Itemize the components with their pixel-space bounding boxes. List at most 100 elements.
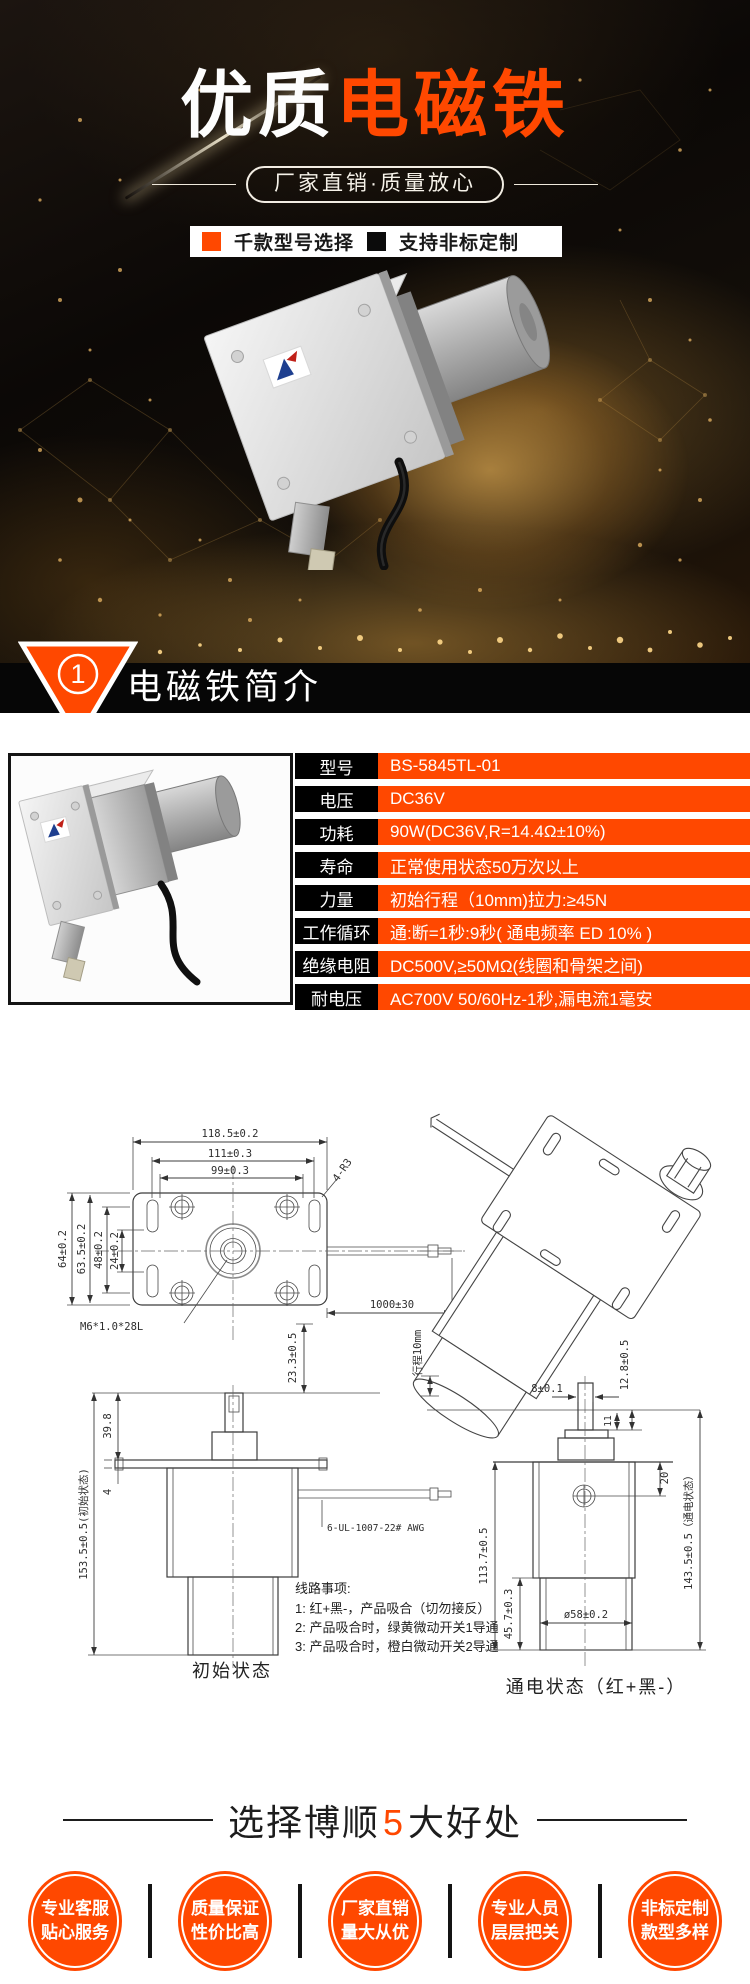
spec-label: 型号 <box>295 753 378 779</box>
technical-drawings: 118.5±0.2 111±0.3 99±0.3 4-R3 64±0.2 63.… <box>0 1040 750 1720</box>
benefit-badges-row: 专业客服 贴心服务 质量保证 性价比高 厂家直销 量大从优 <box>0 1868 750 1974</box>
initial-state-drawing: 39.8 4 153.5±0.5(初始状态) 6-UL-1007-22# AWG… <box>77 1385 499 1681</box>
wiring-note: 3: 产品吸合时，橙白微动开关2导通 <box>295 1639 499 1654</box>
dimension-label: 20 <box>659 1472 671 1485</box>
hero-subtitle-row: 厂家直销·质量放心 <box>0 166 750 203</box>
dimension-label: 153.5±0.5(初始状态) <box>77 1468 90 1580</box>
drawing-caption: 通电状态（红+黑-） <box>506 1677 687 1697</box>
plan-view-drawing: 118.5±0.2 111±0.3 99±0.3 4-R3 64±0.2 63.… <box>57 1128 465 1393</box>
feature-bar: 千款型号选择 支持非标定制 <box>190 226 562 257</box>
table-row: 型号 BS-5845TL-01 <box>295 753 750 779</box>
heading-line-right <box>537 1819 688 1821</box>
wiring-note: 1: 红+黑-，产品吸合（切勿接反） <box>295 1601 490 1616</box>
feature-left-label: 千款型号选择 <box>234 233 355 254</box>
badge-line2: 性价比高 <box>191 1923 259 1942</box>
section-number-badge: 1 <box>18 641 138 743</box>
benefit-badge: 专业人员 层层把关 <box>478 1871 572 1971</box>
subtitle-line-right <box>514 184 598 185</box>
section-header-bar <box>0 663 750 713</box>
table-row: 耐电压 AC700V 50/60Hz-1秒,漏电流1毫安 <box>295 984 750 1010</box>
badge-line1: 质量保证 <box>191 1899 259 1919</box>
spec-label: 力量 <box>295 885 378 911</box>
badge-line2: 层层把关 <box>491 1923 559 1942</box>
product-thumbnail <box>18 769 241 986</box>
benefits-section: 选择博顺5大好处 专业客服 贴心服务 质量保证 性价比高 厂家直销 <box>0 1720 750 1984</box>
dimension-label: 4-R3 <box>330 1156 354 1184</box>
technical-drawing-svg: 118.5±0.2 111±0.3 99±0.3 4-R3 64±0.2 63.… <box>57 1113 712 1697</box>
badge-wrap: 厂家直销 量大从优 <box>302 1871 448 1971</box>
product-photo <box>204 270 550 570</box>
table-row: 寿命 正常使用状态50万次以上 <box>295 852 750 878</box>
spec-label: 耐电压 <box>295 984 378 1010</box>
dimension-label: 1000±30 <box>370 1299 414 1311</box>
dimension-label: 143.5±0.5（通电状态） <box>682 1470 695 1590</box>
section-number: 1 <box>70 659 85 689</box>
benefit-badge: 专业客服 贴心服务 <box>28 1871 122 1971</box>
benefits-title-pre: 选择博顺 <box>227 1802 380 1843</box>
spec-value: 正常使用状态50万次以上 <box>378 852 750 878</box>
page-title: 优质电磁铁 <box>0 65 750 146</box>
orange-square-icon <box>202 232 221 251</box>
badge-line2: 贴心服务 <box>41 1923 109 1942</box>
dimension-label: 行程10mm <box>411 1330 424 1376</box>
badge-wrap: 非标定制 款型多样 <box>602 1871 748 1971</box>
dimension-label: 12.8±0.5 <box>619 1340 631 1391</box>
dimension-label: 8±0.1 <box>531 1383 563 1395</box>
badge-wrap: 质量保证 性价比高 <box>152 1871 298 1971</box>
benefit-badge: 质量保证 性价比高 <box>178 1871 272 1971</box>
heading-line-left <box>62 1819 213 1821</box>
dimension-label: 4 <box>102 1489 114 1495</box>
isometric-view-drawing <box>412 1113 712 1439</box>
dimension-label: 111±0.3 <box>208 1148 252 1160</box>
spec-label: 功耗 <box>295 819 378 845</box>
badge-line1: 专业人员 <box>491 1899 559 1919</box>
benefits-title: 选择博顺5大好处 <box>228 1794 522 1846</box>
drawing-caption: 初始状态 <box>192 1661 272 1681</box>
title-prefix: 优质 <box>180 65 336 146</box>
benefits-title-post: 大好处 <box>408 1802 523 1843</box>
badge-divider <box>148 1884 152 1958</box>
dimension-label: 118.5±0.2 <box>202 1128 259 1140</box>
table-row: 功耗 90W(DC36V,R=14.4Ω±10%) <box>295 819 750 845</box>
benefits-heading: 选择博顺5大好处 <box>0 1795 750 1845</box>
spec-value: 通:断=1秒:9秒( 通电频率 ED 10% ) <box>378 918 750 944</box>
table-row: 电压 DC36V <box>295 786 750 812</box>
table-row: 工作循环 通:断=1秒:9秒( 通电频率 ED 10% ) <box>295 918 750 944</box>
spec-table: 型号 BS-5845TL-01 电压 DC36V 功耗 90W(DC36V,R=… <box>295 753 750 1017</box>
feature-right-label: 支持非标定制 <box>399 233 520 254</box>
dimension-label: 64±0.2 <box>57 1230 69 1268</box>
section-title: 电磁铁简介 <box>127 668 323 707</box>
dimension-label: M6*1.0*28L <box>80 1321 143 1333</box>
dimension-label: 48±0.2 <box>93 1231 105 1269</box>
spec-label: 寿命 <box>295 852 378 878</box>
hero-banner: 优质电磁铁 厂家直销·质量放心 千款型号选择 支持非标定制 <box>0 0 750 663</box>
dimension-label: 24±0.2 <box>109 1232 121 1270</box>
title-accent: 电磁铁 <box>336 65 570 146</box>
badge-line2: 款型多样 <box>641 1923 709 1942</box>
dimension-label: 23.3±0.5 <box>287 1333 299 1384</box>
badge-line1: 厂家直销 <box>341 1899 409 1919</box>
dimension-label: 99±0.3 <box>211 1165 249 1177</box>
dimension-label: ø58±0.2 <box>564 1609 608 1621</box>
product-thumbnail-box <box>8 753 293 1005</box>
wiring-note: 2: 产品吸合时，绿黄微动开关1导通 <box>295 1620 499 1635</box>
badge-divider <box>448 1884 452 1958</box>
table-row: 力量 初始行程（10mm)拉力:≥45N <box>295 885 750 911</box>
hero-subtitle: 厂家直销·质量放心 <box>246 166 504 203</box>
badge-line2: 量大从优 <box>341 1923 409 1942</box>
subtitle-line-left <box>152 184 236 185</box>
dimension-label: 113.7±0.5 <box>478 1528 490 1585</box>
badge-divider <box>598 1884 602 1958</box>
spec-value: BS-5845TL-01 <box>378 753 750 779</box>
dimension-label: 45.7±0.3 <box>503 1589 515 1640</box>
dimension-label: 63.5±0.2 <box>76 1224 88 1275</box>
wiring-note: 线路事项: <box>295 1581 351 1596</box>
benefit-badge: 非标定制 款型多样 <box>628 1871 722 1971</box>
spec-section: 型号 BS-5845TL-01 电压 DC36V 功耗 90W(DC36V,R=… <box>0 713 750 1040</box>
table-row: 绝缘电阻 DC500V,≥50MΩ(线圈和骨架之间) <box>295 951 750 977</box>
spec-label: 电压 <box>295 786 378 812</box>
badge-wrap: 专业人员 层层把关 <box>452 1871 598 1971</box>
dimension-label: 11 <box>603 1415 614 1427</box>
spec-value: DC500V,≥50MΩ(线圈和骨架之间) <box>378 951 750 977</box>
